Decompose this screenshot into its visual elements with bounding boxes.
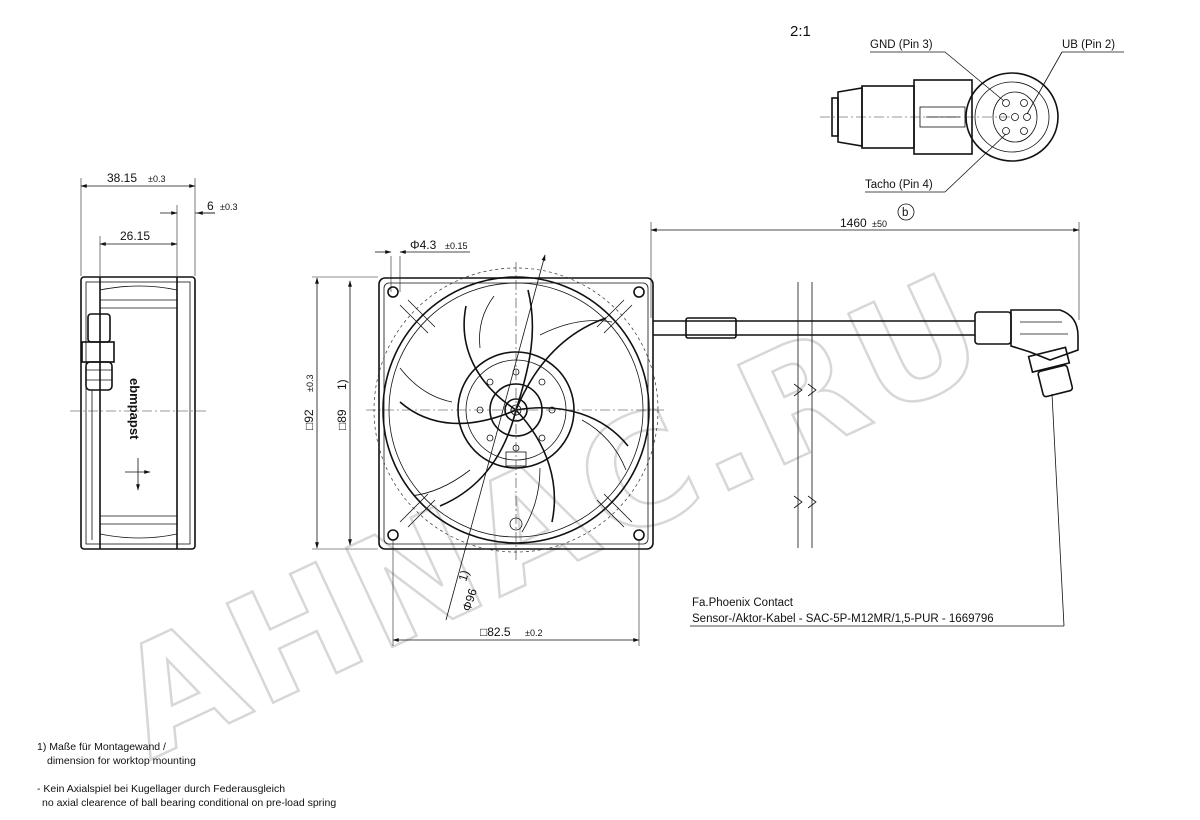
dim-depth-body: 26.15 <box>120 229 150 243</box>
note-2-en: no axial clearence of ball bearing condi… <box>42 797 336 809</box>
dim-square-mount: □89 <box>335 409 349 430</box>
dim-square-outer-tol: ±0.3 <box>305 375 315 392</box>
side-view: 38.15 ±0.3 6 ±0.3 26.15 ebmpapst <box>70 171 237 550</box>
front-view: □92 ±0.3 1) □89 Φ4.3 ±0.15 <box>302 238 666 646</box>
connector-detail: GND (Pin 3) UB (Pin 2) Tacho (Pin 4) <box>820 39 1124 193</box>
dim-depth-total-tol: ±0.3 <box>148 174 165 184</box>
dim-flange: 6 <box>207 199 214 213</box>
pin-tacho-label: Tacho (Pin 4) <box>865 179 933 191</box>
dim-hole-tol: ±0.15 <box>445 241 467 251</box>
cable-ref: b <box>902 207 908 219</box>
dim-hole: Φ4.3 <box>410 238 437 252</box>
dim-diameter-note: 1) <box>456 568 473 582</box>
dim-diameter: Φ96 <box>460 586 480 612</box>
pin-gnd-label: GND (Pin 3) <box>870 39 933 51</box>
note-1-de: 1) Maße für Montagewand / <box>37 741 166 753</box>
cable-spec: Sensor-/Aktor-Kabel - SAC-5P-M12MR/1,5-P… <box>692 613 994 625</box>
cable-view: 1460 ±50 b Fa.Phoenix Contact Sensor-/Ak… <box>650 203 1080 627</box>
footnotes: 1) Maße für Montagewand / dimension for … <box>37 741 336 809</box>
dim-hole-spacing: □82.5 <box>480 625 511 639</box>
dim-cable-length-tol: ±50 <box>872 219 887 229</box>
dim-flange-tol: ±0.3 <box>220 202 237 212</box>
note-1-en: dimension for worktop mounting <box>47 755 196 767</box>
dim-note-ref: 1) <box>335 379 349 390</box>
dim-cable-length: 1460 <box>840 216 867 230</box>
dim-hole-spacing-tol: ±0.2 <box>525 628 542 638</box>
brand-label: ebmpapst <box>127 378 142 440</box>
dim-square-outer: □92 <box>302 409 316 430</box>
pin-ub-label: UB (Pin 2) <box>1062 39 1115 51</box>
cable-maker: Fa.Phoenix Contact <box>692 597 794 609</box>
note-2-de: - Kein Axialspiel bei Kugellager durch F… <box>37 783 285 795</box>
scale-label: 2:1 <box>790 23 811 40</box>
dim-depth-total: 38.15 <box>107 171 137 185</box>
